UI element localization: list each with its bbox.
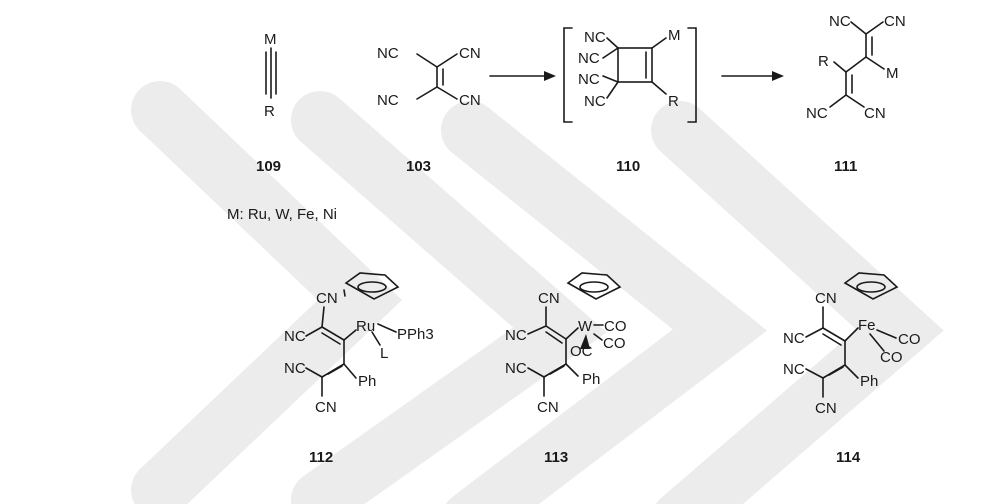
compound-number: 112 (309, 449, 333, 466)
group-label: NC (578, 50, 600, 67)
reaction-arrow (721, 71, 784, 81)
group-label: Ph (582, 371, 600, 388)
group-label: NC (284, 360, 306, 377)
group-label: CN (315, 399, 337, 416)
atom-label: M (886, 65, 899, 82)
structure-112: CN Ru PPh3 L NC NC Ph CN (284, 272, 434, 416)
ligand-label: CO (604, 318, 627, 335)
ligand-label: CO (898, 331, 921, 348)
group-label: CN (864, 105, 886, 122)
compound-number: 103 (406, 158, 431, 175)
group-label: CN (815, 400, 837, 417)
group-label: NC (505, 327, 527, 344)
group-label: NC (783, 330, 805, 347)
ligand-label: L (380, 345, 388, 362)
atom-label: M (668, 27, 681, 44)
watermark (131, 81, 944, 504)
group-label: NC (578, 71, 600, 88)
group-label: NC (783, 361, 805, 378)
atom-label: R (818, 53, 829, 70)
structure-114: CN Fe CO CO NC NC Ph CN (783, 272, 921, 417)
atom-label: M (264, 31, 277, 48)
group-label: NC (584, 29, 606, 46)
atom-label: Fe (858, 317, 876, 334)
group-label: CN (459, 92, 481, 109)
group-label: Ph (860, 373, 878, 390)
atom-label: W (578, 318, 593, 335)
ligand-label: PPh3 (397, 326, 434, 343)
group-label: NC (284, 328, 306, 345)
compound-number: 111 (834, 158, 857, 175)
group-label: CN (884, 13, 906, 30)
compound-number: 109 (256, 158, 281, 175)
group-label: NC (377, 45, 399, 62)
group-label: NC (584, 93, 606, 110)
atom-label: R (668, 93, 679, 110)
structure-111: NC CN R M NC CN (806, 13, 906, 122)
structure-110: NC NC NC NC M R (563, 27, 697, 123)
structure-109: M R (264, 31, 277, 120)
reaction-arrow (489, 71, 556, 81)
ligand-label: CO (880, 349, 903, 366)
structure-113: CN W CO CO OC NC NC Ph CN (505, 272, 627, 416)
group-label: CN (537, 399, 559, 416)
atom-label: R (264, 103, 275, 120)
atom-label: Ru (356, 318, 375, 335)
group-label: CN (459, 45, 481, 62)
metals-note: M: Ru, W, Fe, Ni (227, 206, 337, 223)
compound-number: 110 (616, 158, 640, 175)
group-label: NC (377, 92, 399, 109)
group-label: NC (829, 13, 851, 30)
compound-number: 113 (544, 449, 568, 466)
group-label: CN (815, 290, 837, 307)
group-label: Ph (358, 373, 376, 390)
group-label: NC (505, 360, 527, 377)
group-label: CN (316, 290, 338, 307)
structure-103: NC CN NC CN (377, 45, 481, 109)
compound-number: 114 (836, 449, 861, 466)
group-label: CN (538, 290, 560, 307)
ligand-label: CO (603, 335, 626, 352)
ligand-label: OC (570, 343, 593, 360)
group-label: NC (806, 105, 828, 122)
